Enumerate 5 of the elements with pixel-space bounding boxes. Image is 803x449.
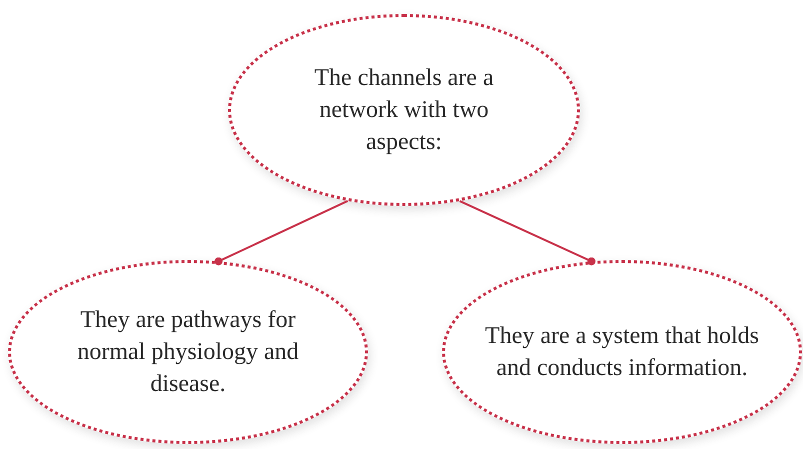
node-text: They are pathways for normal physiology and disease.: [76, 306, 300, 399]
node-text: They are a system that holds and conducts information.: [484, 322, 760, 383]
connector-line: [459, 200, 596, 266]
node-text: The channels are a network with two aspects:: [313, 64, 495, 157]
connector-line: [214, 200, 348, 266]
